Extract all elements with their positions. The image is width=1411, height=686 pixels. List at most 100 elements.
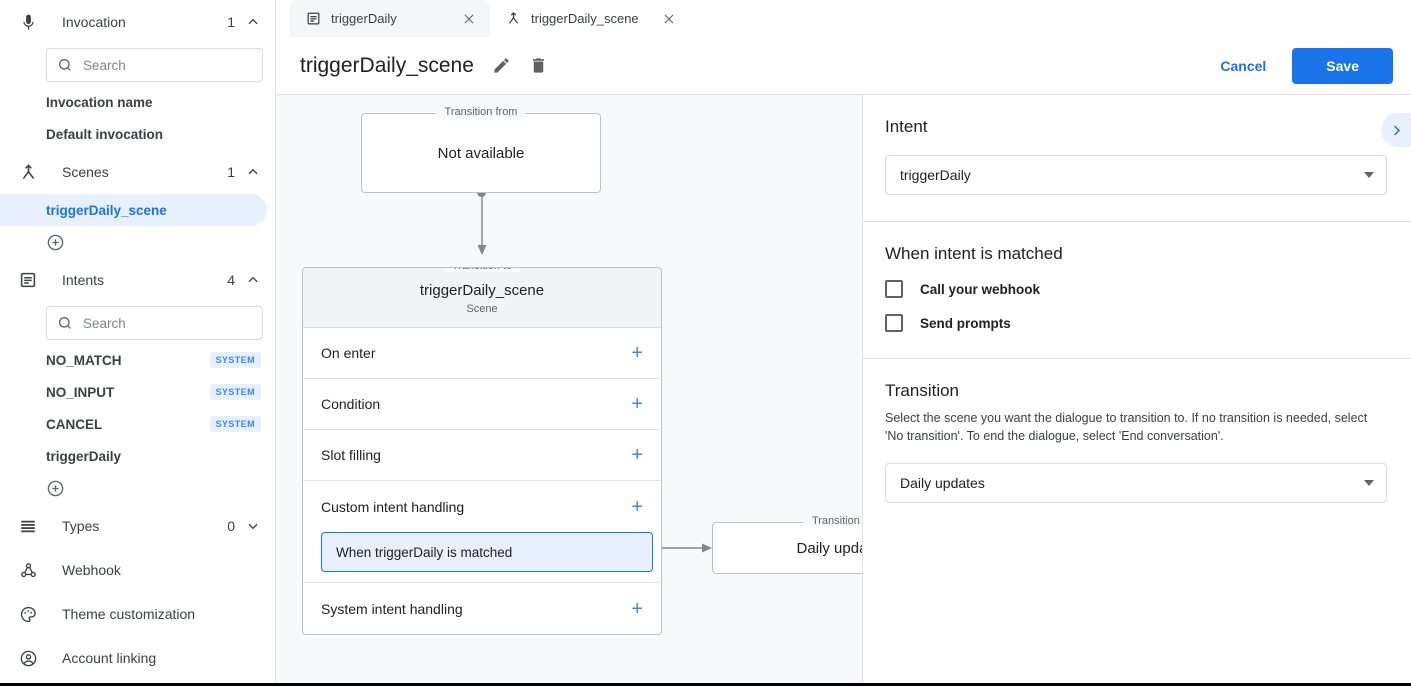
status-badge: SYSTEM xyxy=(209,416,261,432)
cancel-button[interactable]: Cancel xyxy=(1206,49,1280,83)
tab-triggerdaily-scene[interactable]: triggerDaily_scene xyxy=(490,0,690,37)
intents-search-box[interactable] xyxy=(46,306,263,340)
trash-icon[interactable] xyxy=(529,56,548,75)
add-icon[interactable]: + xyxy=(631,393,643,415)
add-scene-button[interactable] xyxy=(0,226,275,258)
close-icon[interactable] xyxy=(662,12,676,26)
add-icon[interactable]: + xyxy=(631,444,643,466)
sidebar-section-invocation[interactable]: Invocation 1 xyxy=(0,0,275,44)
intents-search-wrapper xyxy=(0,302,275,344)
scene-row-label: Slot filling xyxy=(321,447,381,463)
scene-row-label: Condition xyxy=(321,396,381,412)
chevron-down-icon xyxy=(1364,480,1374,487)
chevron-right-icon[interactable] xyxy=(1381,113,1411,147)
sidebar-section-label: Types xyxy=(62,518,100,534)
sidebar-section-label: Invocation xyxy=(62,14,126,30)
chevron-up-icon[interactable] xyxy=(245,164,261,180)
checkbox-label: Send prompts xyxy=(920,315,1011,331)
transition-select[interactable]: Daily updates xyxy=(885,463,1387,504)
chevron-down-icon[interactable] xyxy=(245,518,261,534)
intent-section-heading: Intent xyxy=(885,117,928,136)
intents-search-input[interactable] xyxy=(83,315,252,331)
sidebar-item-account-linking[interactable]: Account linking xyxy=(0,636,275,680)
scene-row-slot-filling[interactable]: Slot filling + xyxy=(303,430,661,481)
scene-icon xyxy=(506,11,521,26)
scene-row-custom-intent-handling[interactable]: Custom intent handling + xyxy=(303,481,661,532)
sidebar-section-count: 0 xyxy=(227,518,235,534)
sidebar-item-label: Webhook xyxy=(62,562,121,578)
sidebar-item-label: NO_INPUT xyxy=(46,384,115,400)
sidebar-item-invocation-name[interactable]: Invocation name xyxy=(0,86,275,118)
checkbox-call-your-webhook[interactable]: Call your webhook xyxy=(885,280,1387,298)
tab-triggerdaily[interactable]: triggerDaily xyxy=(290,0,490,37)
scene-card: Transition to triggerDaily_scene Scene O… xyxy=(302,267,662,635)
sidebar-section-types[interactable]: Types 0 xyxy=(0,504,275,548)
transition-description: Select the scene you want the dialogue t… xyxy=(885,411,1368,444)
add-icon[interactable]: + xyxy=(631,597,643,620)
checkbox-box[interactable] xyxy=(885,280,903,298)
scene-row-system-intent-handling[interactable]: System intent handling + xyxy=(303,583,661,634)
scene-row-label: Custom intent handling xyxy=(321,498,465,515)
body-split: Transition from Not available Transition… xyxy=(276,95,1411,686)
page-title: triggerDaily_scene xyxy=(300,53,474,77)
sidebar-item-no-match[interactable]: NO_MATCH SYSTEM xyxy=(0,344,275,376)
add-icon[interactable]: + xyxy=(631,495,643,518)
workspace: triggerDaily triggerDaily_scene triggerD… xyxy=(276,0,1411,686)
sidebar-item-theme-customization[interactable]: Theme customization xyxy=(0,592,275,636)
scene-graph-canvas[interactable]: Transition from Not available Transition… xyxy=(276,95,862,686)
status-badge: SYSTEM xyxy=(209,384,261,400)
sidebar-item-default-invocation[interactable]: Default invocation xyxy=(0,118,275,150)
sidebar-item-webhook[interactable]: Webhook xyxy=(0,548,275,592)
when-intent-matched-section: When intent is matched Call your webhook… xyxy=(863,222,1411,359)
scene-row-condition[interactable]: Condition + xyxy=(303,379,661,430)
transition-from-value: Not available xyxy=(437,144,525,162)
intent-select-value: triggerDaily xyxy=(900,167,971,183)
tab-label: triggerDaily xyxy=(331,11,397,26)
sidebar-section-scenes[interactable]: Scenes 1 xyxy=(0,150,275,194)
transition-target-node[interactable]: Transition to Daily updates xyxy=(712,515,862,574)
transition-section: Transition Select the scene you want the… xyxy=(863,359,1411,529)
sidebar-item-label: CANCEL xyxy=(46,416,103,432)
close-icon[interactable] xyxy=(462,12,476,26)
intents-list-icon xyxy=(16,268,40,292)
invocation-search-input[interactable] xyxy=(83,57,252,73)
scenes-merge-icon xyxy=(16,160,40,184)
transition-from-node[interactable]: Transition from Not available xyxy=(361,106,601,193)
sidebar-item-triggerdaily[interactable]: triggerDaily xyxy=(0,440,275,472)
checkbox-label: Call your webhook xyxy=(920,281,1041,297)
pencil-icon[interactable] xyxy=(492,56,511,75)
sidebar-item-label: triggerDaily xyxy=(46,448,122,464)
checkbox-box[interactable] xyxy=(885,314,903,332)
scene-row-on-enter[interactable]: On enter + xyxy=(303,328,661,379)
sidebar-section-count: 1 xyxy=(227,164,235,180)
tab-label: triggerDaily_scene xyxy=(531,11,639,26)
page-header: triggerDaily_scene Cancel Save xyxy=(276,37,1411,95)
intent-select[interactable]: triggerDaily xyxy=(885,155,1387,195)
status-badge: SYSTEM xyxy=(209,352,261,368)
transition-select-value: Daily updates xyxy=(900,475,985,492)
scene-card-title: triggerDaily_scene xyxy=(419,282,545,299)
save-button[interactable]: Save xyxy=(1292,47,1393,84)
add-circle-icon xyxy=(47,480,64,496)
intent-icon xyxy=(306,11,321,26)
sidebar-item-triggerdaily-scene[interactable]: triggerDaily_scene xyxy=(0,194,267,226)
invocation-search-box[interactable] xyxy=(46,48,263,82)
bottom-edge xyxy=(0,683,1411,686)
add-icon[interactable]: + xyxy=(631,342,643,364)
sidebar-section-label: Scenes xyxy=(62,164,109,180)
microphone-icon xyxy=(16,10,40,34)
sidebar-item-no-input[interactable]: NO_INPUT SYSTEM xyxy=(0,376,275,408)
add-intent-button[interactable] xyxy=(0,472,275,504)
search-icon xyxy=(58,317,71,329)
sidebar-section-intents[interactable]: Intents 4 xyxy=(0,258,275,302)
scene-row-label: On enter xyxy=(321,345,376,361)
sidebar-section-count: 1 xyxy=(227,14,235,30)
palette-icon xyxy=(16,602,40,626)
intent-handler-chip[interactable]: When triggerDaily is matched xyxy=(321,532,653,572)
chevron-up-icon[interactable] xyxy=(245,272,261,288)
sidebar-item-cancel[interactable]: CANCEL SYSTEM xyxy=(0,408,275,440)
sidebar-item-label: Theme customization xyxy=(62,606,196,622)
checkbox-send-prompts[interactable]: Send prompts xyxy=(885,314,1387,332)
chevron-up-icon[interactable] xyxy=(245,14,261,30)
